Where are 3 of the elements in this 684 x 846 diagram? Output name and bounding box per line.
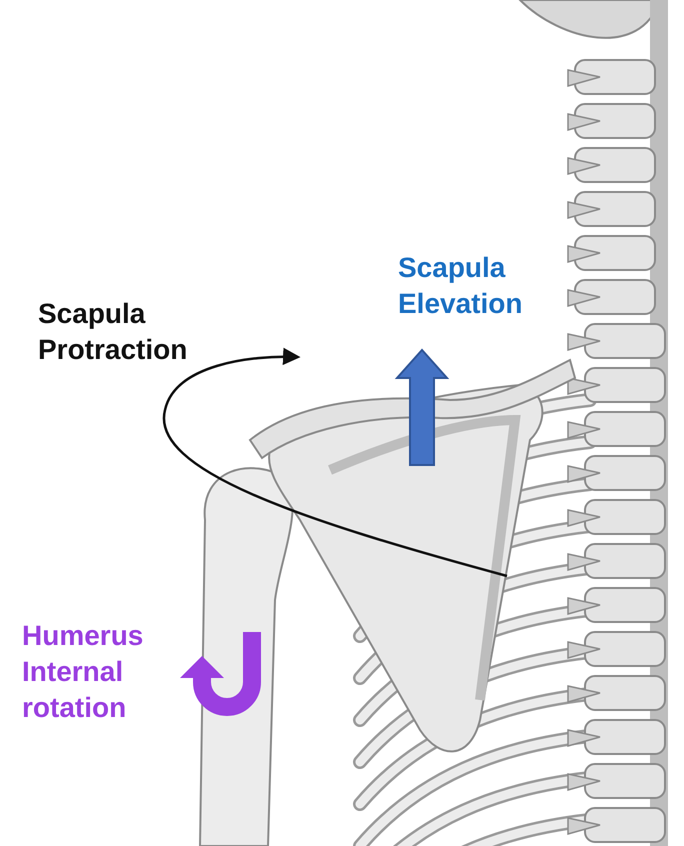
motion-label: Scapula Protraction xyxy=(38,297,188,367)
motion-label: Humerus Internal rotation xyxy=(22,619,144,725)
motion-label: Scapula Elevation xyxy=(398,251,524,321)
